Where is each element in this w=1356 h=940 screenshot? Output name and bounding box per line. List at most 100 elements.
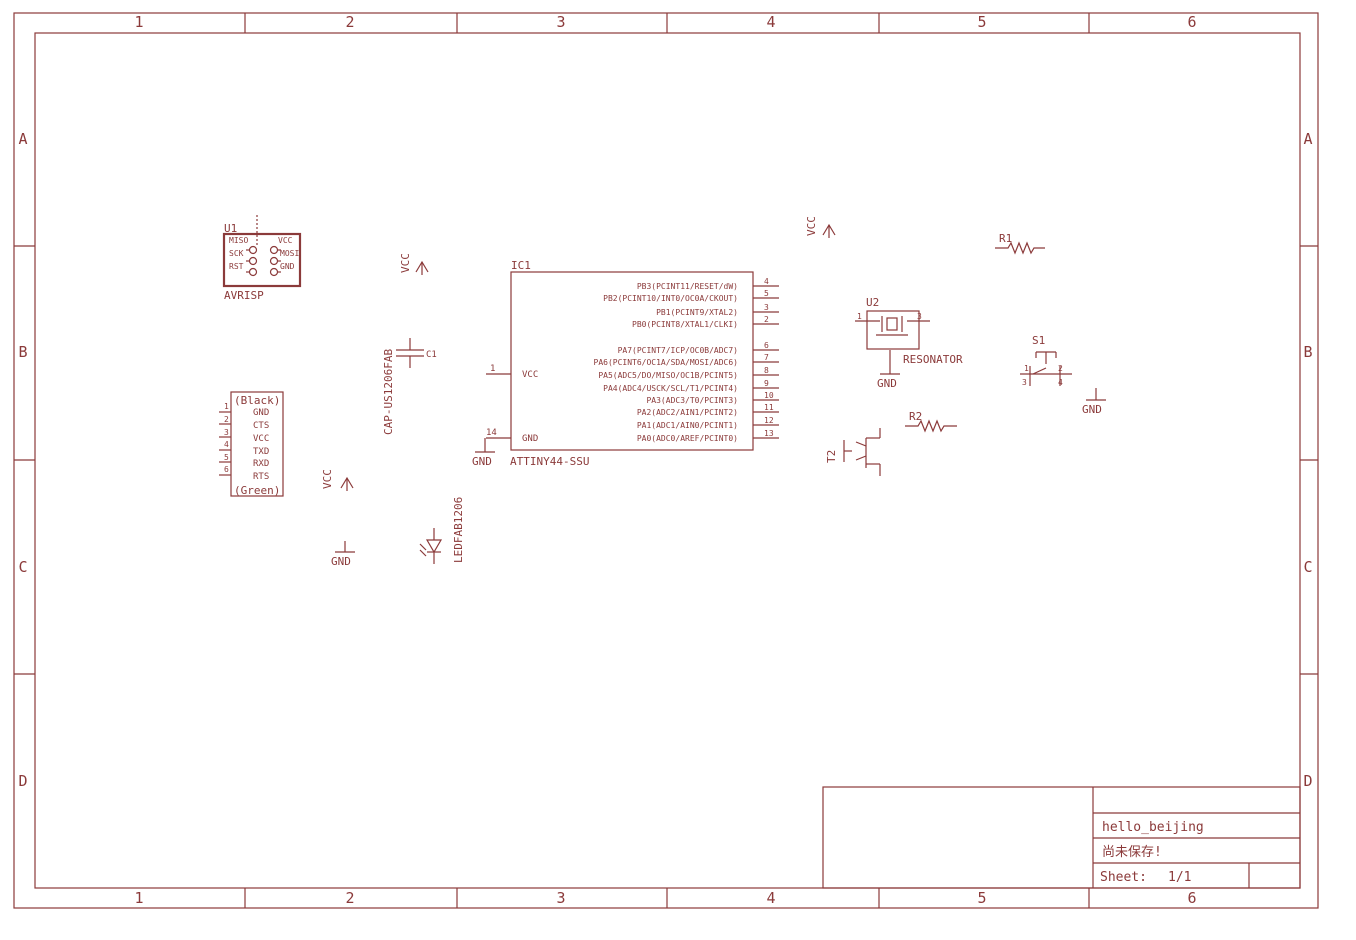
u2-pin-number: 3	[917, 312, 922, 321]
col-label-top: 1	[134, 13, 143, 31]
gnd-label: GND	[331, 555, 351, 568]
ftdi-pin-name: TXD	[253, 447, 269, 457]
ic1-pin-list: PB3(PCINT11/RESET/dW)4PB2(PCINT10/INT0/O…	[594, 277, 779, 443]
vcc-label: VCC	[321, 469, 334, 489]
u1-pin-label: MISO	[229, 236, 248, 245]
title-block-sheet-label: Sheet:	[1100, 870, 1147, 885]
ic1-pin-label: PA3(ADC3/T0/PCINT3)	[646, 396, 738, 405]
part-u1-avrisp[interactable]: U1 AVRISP MISO SCK RST VCC MOSI GND	[222, 215, 302, 302]
row-label-left: D	[18, 772, 27, 790]
col-label-top: 4	[766, 13, 775, 31]
ic1-pin-label: PA0(ADC0/AREF/PCINT0)	[637, 434, 738, 443]
led-value: LEDFAB1206	[452, 497, 465, 563]
ic1-pin-number: 3	[764, 303, 769, 312]
ic1-pin-label: PA6(PCINT6/OC1A/SDA/MOSI/ADC6)	[594, 358, 739, 367]
row-label-left: B	[18, 343, 27, 361]
s1-pin-number: 2	[1058, 364, 1063, 373]
supply-gnd-1[interactable]: GND	[331, 541, 355, 568]
ftdi-pin-number: 2	[224, 415, 229, 424]
gnd-label: GND	[1082, 403, 1102, 416]
col-label-bottom: 5	[977, 889, 986, 907]
col-label-bottom: 2	[345, 889, 354, 907]
ic1-pin-label: PA7(PCINT7/ICP/OC0B/ADC7)	[618, 346, 738, 355]
r1-ref: R1	[999, 232, 1012, 245]
col-label-top: 6	[1187, 13, 1196, 31]
ic1-pin-label: PB3(PCINT11/RESET/dW)	[637, 282, 738, 291]
ftdi-pin-name: CTS	[253, 421, 269, 431]
title-block-sheet-value: 1/1	[1168, 870, 1191, 885]
supply-gnd-4[interactable]: GND	[1082, 388, 1106, 416]
ic1-pin-label: PB1(PCINT9/XTAL2)	[656, 308, 738, 317]
gnd-label: GND	[877, 377, 897, 390]
vcc-label: VCC	[399, 253, 412, 273]
ic1-pin-number: 1	[490, 364, 495, 374]
u1-pin-label: RST	[229, 262, 244, 271]
ic1-pin-number: 11	[764, 403, 774, 412]
ic1-pin-number: 2	[764, 315, 769, 324]
part-ftdi-header[interactable]: (Black) (Green) GND CTS VCC TXD RXD RTS …	[219, 391, 284, 497]
row-label-left: A	[18, 130, 27, 148]
supply-gnd-3[interactable]: GND	[877, 350, 900, 390]
row-label-right: A	[1303, 130, 1312, 148]
part-s1-switch[interactable]: S1 1 2 3 4	[1020, 334, 1072, 387]
row-label-right: C	[1303, 558, 1312, 576]
ftdi-pin-name: GND	[253, 408, 269, 418]
part-led[interactable]: LEDFAB1206	[419, 497, 465, 564]
part-r1-resistor[interactable]: R1	[995, 232, 1045, 255]
ic1-pin-label: PA1(ADC1/AIN0/PCINT1)	[637, 421, 738, 430]
title-block-name: hello_beijing	[1102, 820, 1204, 835]
col-label-bottom: 1	[134, 889, 143, 907]
ftdi-pin-number: 1	[224, 402, 229, 411]
ic1-pin-label: PB2(PCINT10/INT0/OC0A/CKOUT)	[603, 294, 738, 303]
ic1-pin-label: PA2(ADC2/AIN1/PCINT2)	[637, 408, 738, 417]
ftdi-pin-name: RTS	[253, 472, 269, 482]
ic1-pin-number: 13	[764, 429, 774, 438]
u2-ref: U2	[866, 296, 879, 309]
part-r2-resistor[interactable]: R2	[905, 410, 957, 433]
supply-vcc-2[interactable]: VCC	[805, 216, 836, 238]
part-u2-resonator[interactable]: U2 RESONATOR 1 3	[855, 296, 963, 366]
row-label-left: C	[18, 558, 27, 576]
ftdi-top-label: (Black)	[234, 394, 280, 407]
supply-vcc-3[interactable]: VCC	[321, 469, 354, 491]
ftdi-bottom-label: (Green)	[234, 484, 280, 497]
col-label-top: 3	[556, 13, 565, 31]
ic1-pin-number: 5	[764, 289, 769, 298]
supply-gnd-2[interactable]: GND	[472, 438, 495, 468]
u1-pin-label: SCK	[229, 249, 244, 258]
u1-value: AVRISP	[224, 289, 264, 302]
u1-pin-label: GND	[280, 262, 295, 271]
u2-pin-number: 1	[857, 312, 862, 321]
ic1-pin-number: 14	[486, 428, 497, 438]
col-label-bottom: 3	[556, 889, 565, 907]
drawing-frame: 1 2 3 4 5 6 1 2 3 4 5 6 A B C D A B C D	[13, 12, 1319, 909]
u2-value: RESONATOR	[903, 353, 963, 366]
u1-ref: U1	[224, 222, 237, 235]
row-label-right: D	[1303, 772, 1312, 790]
t2-ref: T2	[825, 450, 838, 463]
s1-pin-number: 1	[1024, 364, 1029, 373]
part-ic1-attiny44[interactable]: IC1 ATTINY44-SSU VCC GND 1 14 PB3(PCINT1…	[486, 259, 779, 468]
title-block: hello_beijing 尚未保存! Sheet: 1/1	[822, 786, 1301, 889]
part-t2-transistor[interactable]: T2	[825, 428, 881, 476]
ic1-pin-label: PA4(ADC4/USCK/SCL/T1/PCINT4)	[603, 384, 738, 393]
ic1-pin-label: PB0(PCINT8/XTAL1/CLKI)	[632, 320, 738, 329]
part-c1-capacitor[interactable]: C1 CAP-US1206FAB	[382, 338, 437, 435]
row-label-right: B	[1303, 343, 1312, 361]
ftdi-pin-number: 4	[224, 440, 229, 449]
ftdi-pin-name: RXD	[253, 459, 269, 469]
ic1-pin-number: 12	[764, 416, 774, 425]
ic1-gnd-pin: GND	[522, 434, 538, 444]
ftdi-pin-name: VCC	[253, 434, 269, 444]
supply-vcc-1[interactable]: VCC	[399, 253, 429, 275]
col-label-top: 2	[345, 13, 354, 31]
vcc-label: VCC	[805, 216, 818, 236]
ftdi-pin-number: 6	[224, 465, 229, 474]
ic1-vcc-pin: VCC	[522, 370, 538, 380]
ic1-pin-number: 10	[764, 391, 774, 400]
col-label-bottom: 4	[766, 889, 775, 907]
col-label-bottom: 6	[1187, 889, 1196, 907]
ftdi-pin-number: 5	[224, 453, 229, 462]
ic1-pin-number: 6	[764, 341, 769, 350]
